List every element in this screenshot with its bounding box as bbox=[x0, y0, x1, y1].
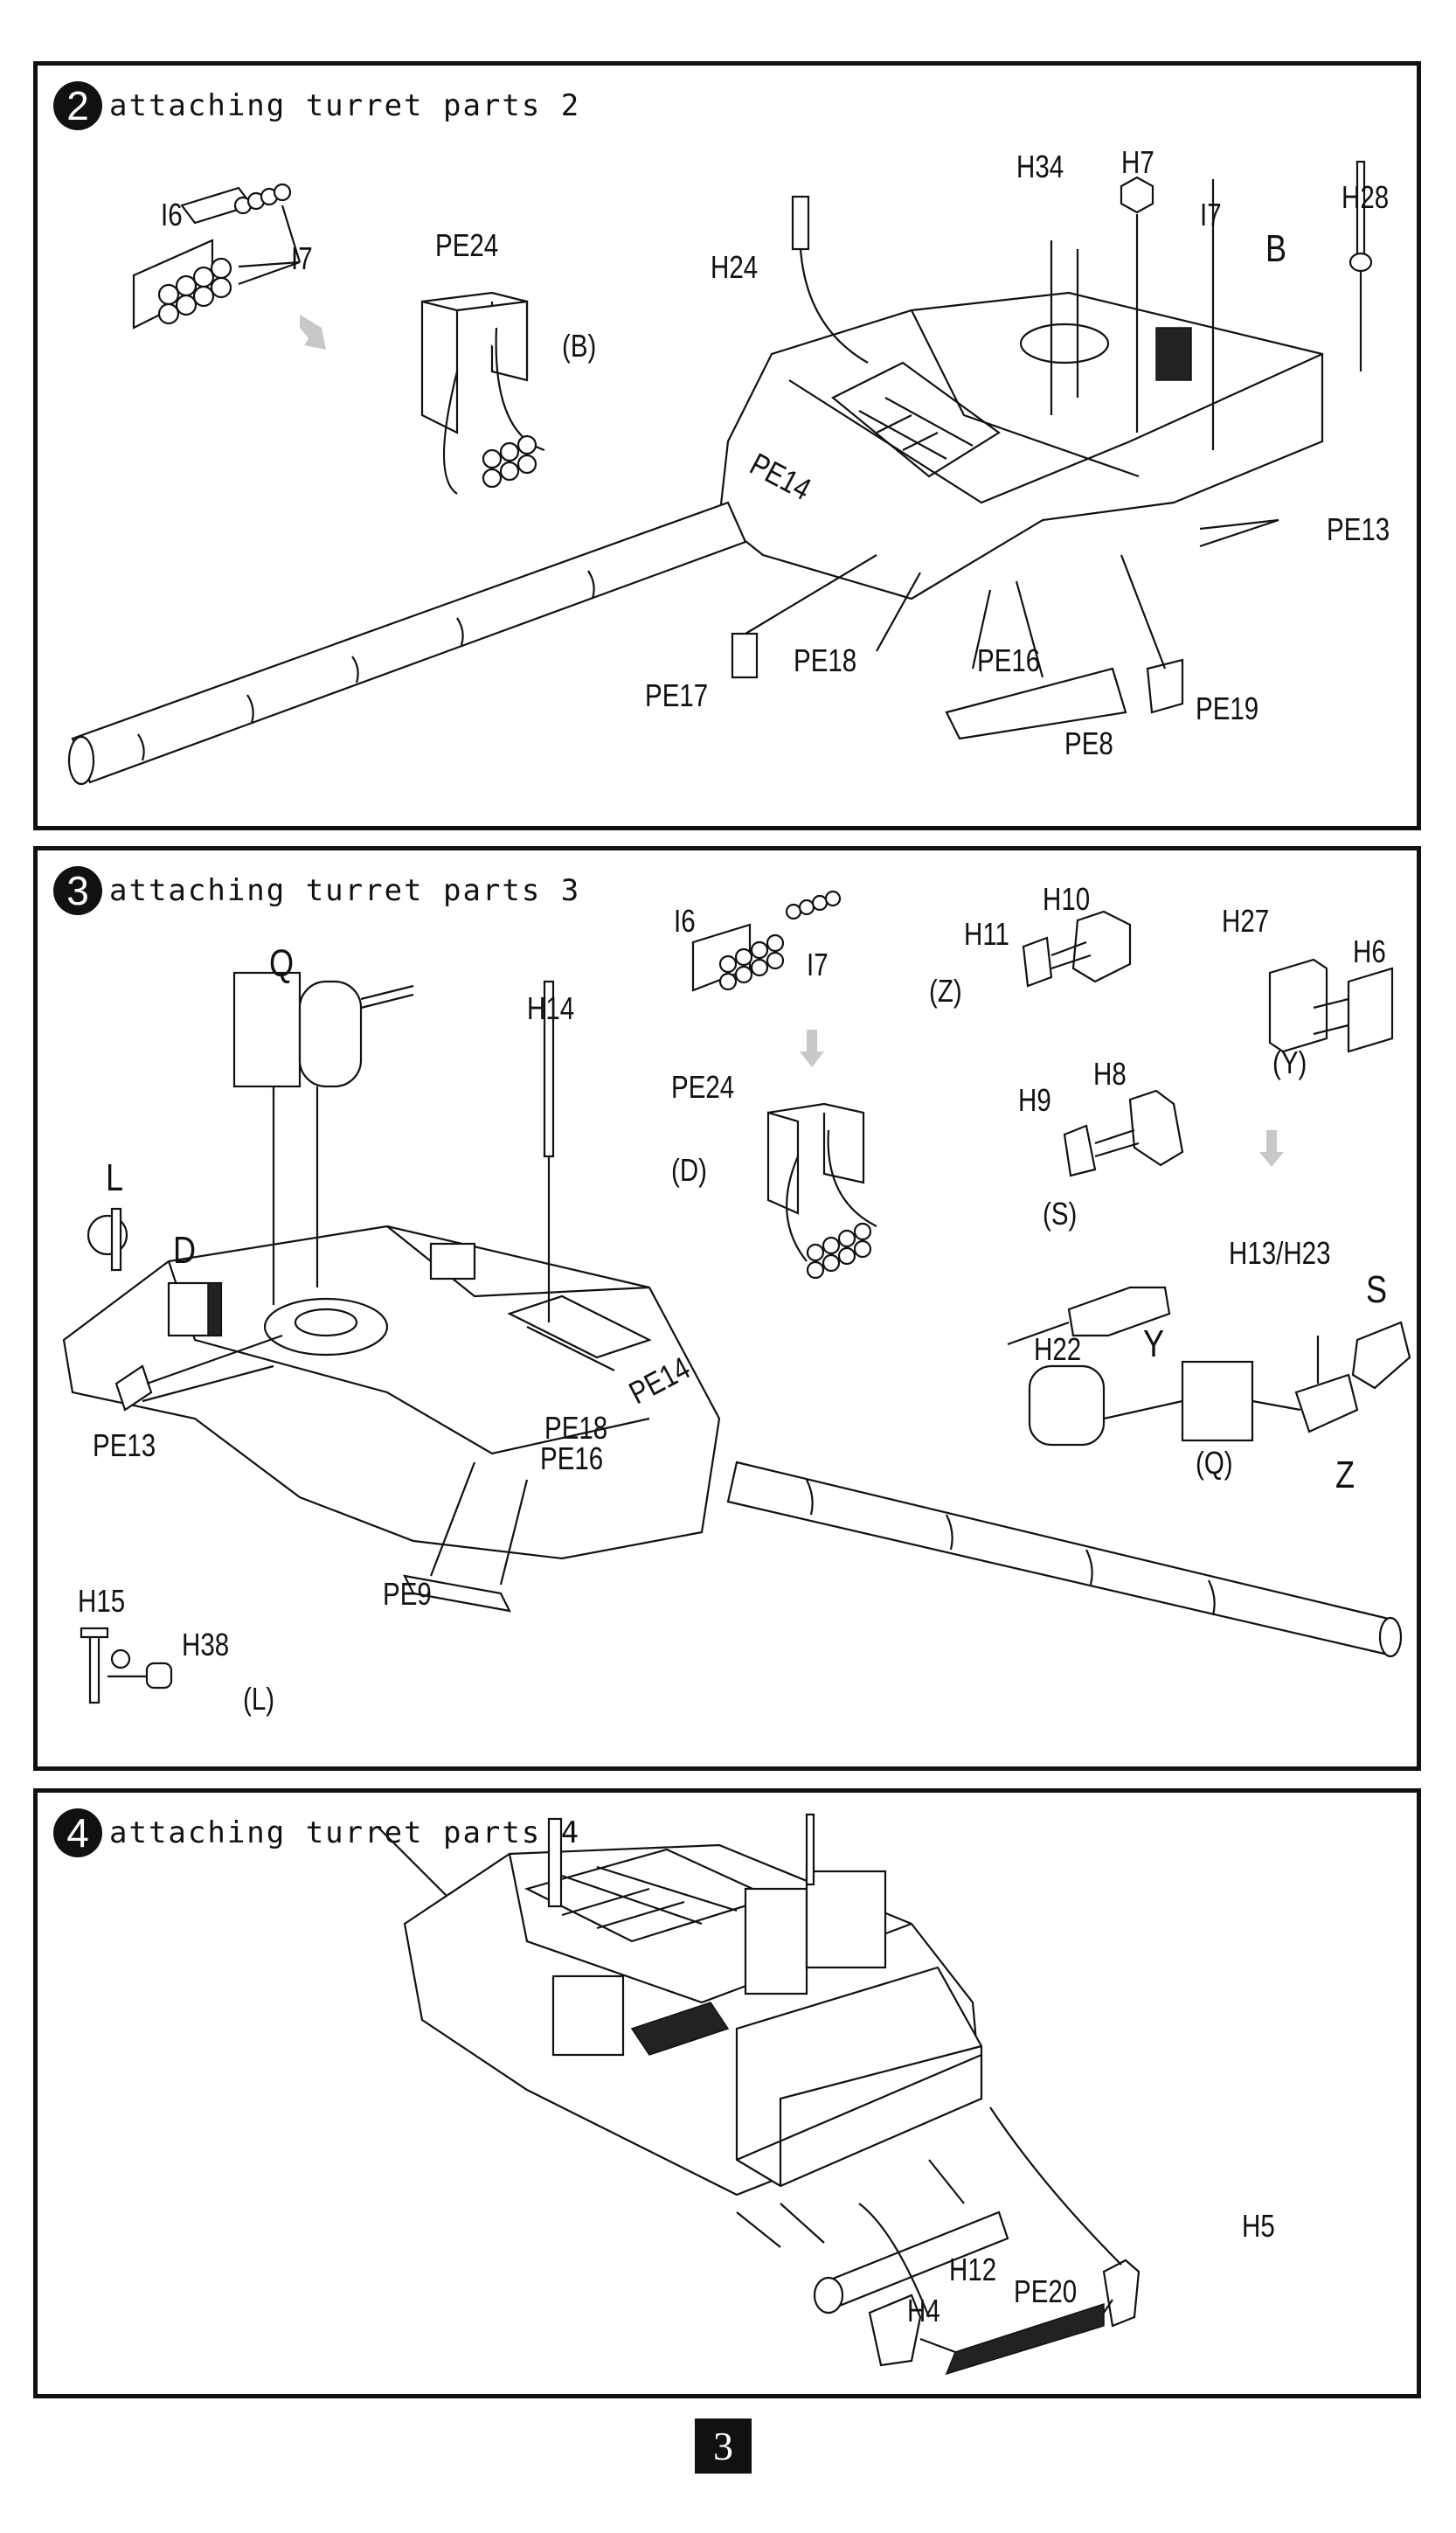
part-label-h11: H11 bbox=[964, 916, 1009, 952]
assembly-label-s: (S) bbox=[1043, 1196, 1078, 1232]
part-label-i7: I7 bbox=[807, 947, 829, 982]
step-header: 4 attaching turret parts 4 bbox=[53, 1808, 580, 1857]
part-label-h38: H38 bbox=[182, 1627, 230, 1662]
part-label-pe20: PE20 bbox=[1014, 2273, 1078, 2309]
part-label-h12: H12 bbox=[949, 2252, 997, 2287]
step-title: attaching turret parts 4 bbox=[109, 1815, 581, 1850]
part-label-i7: I7 bbox=[291, 240, 313, 276]
part-label-h8: H8 bbox=[1093, 1056, 1127, 1092]
part-label-h6: H6 bbox=[1353, 933, 1386, 969]
grey-flow-arrow bbox=[800, 1030, 824, 1067]
part-label-h9: H9 bbox=[1018, 1082, 1051, 1118]
part-label-d: D bbox=[173, 1229, 197, 1272]
rocket-pod-illustration bbox=[691, 890, 842, 992]
step-2-diagram bbox=[67, 160, 1373, 786]
part-label-pe13: PE13 bbox=[93, 1427, 156, 1463]
step-title: attaching turret parts 2 bbox=[109, 88, 581, 123]
part-label-pe18: PE18 bbox=[544, 1410, 608, 1446]
step-number-badge: 4 bbox=[53, 1808, 102, 1857]
smoke-launcher-b bbox=[1155, 327, 1192, 381]
part-label-h34: H34 bbox=[1016, 149, 1064, 184]
part-label-s: S bbox=[1366, 1268, 1388, 1311]
part-label-h28: H28 bbox=[1342, 179, 1390, 215]
step-number-badge: 2 bbox=[53, 81, 102, 130]
turret-illustration bbox=[67, 160, 1373, 786]
step-number-badge: 3 bbox=[53, 866, 102, 915]
part-label-pe9: PE9 bbox=[383, 1576, 432, 1612]
part-label-z: Z bbox=[1335, 1454, 1355, 1496]
pe24-bracket-illustration bbox=[766, 1102, 877, 1280]
part-label-pe24: PE24 bbox=[435, 227, 499, 263]
part-label-b: B bbox=[1265, 227, 1287, 270]
part-label-h15: H15 bbox=[78, 1583, 126, 1619]
part-label-i7-turret: I7 bbox=[1200, 197, 1222, 232]
sub-assembly-illustrations bbox=[1007, 910, 1411, 1447]
part-label-h4: H4 bbox=[907, 2293, 940, 2328]
part-label-i6: I6 bbox=[674, 903, 696, 939]
assembly-label-l: (L) bbox=[243, 1681, 275, 1717]
step-2-panel: 2 attaching turret parts 2 bbox=[33, 61, 1421, 830]
part-label-h13-h23: H13/H23 bbox=[1229, 1235, 1331, 1271]
part-label-h24: H24 bbox=[711, 249, 759, 285]
part-label-pe24: PE24 bbox=[671, 1069, 735, 1105]
part-label-pe16: PE16 bbox=[540, 1440, 604, 1476]
page-number: 3 bbox=[695, 2418, 752, 2474]
assembly-label-y: (Y) bbox=[1272, 1044, 1307, 1080]
part-label-i6: I6 bbox=[161, 197, 183, 232]
rocket-pod-illustration bbox=[132, 183, 302, 330]
step-title: attaching turret parts 3 bbox=[109, 873, 581, 908]
part-label-pe8: PE8 bbox=[1064, 725, 1113, 761]
gun-barrel bbox=[71, 501, 747, 784]
part-label-h7: H7 bbox=[1121, 144, 1154, 180]
grey-flow-arrow bbox=[300, 315, 326, 350]
part-label-pe16: PE16 bbox=[977, 642, 1041, 678]
step-3-panel: 3 attaching turret parts 3 bbox=[33, 846, 1421, 1771]
turret-illustration bbox=[62, 971, 1403, 1704]
step-4-diagram bbox=[378, 1813, 1141, 2376]
step-3-diagram bbox=[62, 890, 1411, 1704]
step-4-panel: 4 attaching turret parts 4 H bbox=[33, 1788, 1421, 2398]
part-label-pe13: PE13 bbox=[1327, 511, 1390, 547]
part-label-pe18: PE18 bbox=[794, 642, 857, 678]
turret-rear-illustration bbox=[378, 1813, 1141, 2376]
part-label-h14: H14 bbox=[527, 990, 575, 1026]
step-header: 3 attaching turret parts 3 bbox=[53, 866, 580, 915]
assembly-label-q: (Q) bbox=[1196, 1445, 1233, 1481]
step-header: 2 attaching turret parts 2 bbox=[53, 81, 580, 130]
assembly-label-d: (D) bbox=[671, 1152, 707, 1188]
assembly-label-b: (B) bbox=[562, 328, 597, 364]
part-label-l: L bbox=[106, 1156, 124, 1199]
part-label-y: Y bbox=[1143, 1322, 1165, 1365]
part-label-pe17: PE17 bbox=[645, 677, 709, 713]
part-label-pe19: PE19 bbox=[1196, 691, 1259, 726]
assembly-label-z: (Z) bbox=[929, 973, 962, 1009]
pe24-bracket-illustration bbox=[420, 291, 545, 495]
gun-barrel bbox=[726, 1461, 1394, 1656]
part-label-h10: H10 bbox=[1043, 881, 1091, 917]
part-label-h5: H5 bbox=[1242, 2208, 1275, 2244]
part-label-q: Q bbox=[269, 942, 295, 985]
part-label-h22: H22 bbox=[1034, 1331, 1082, 1367]
part-label-h27: H27 bbox=[1222, 903, 1270, 939]
